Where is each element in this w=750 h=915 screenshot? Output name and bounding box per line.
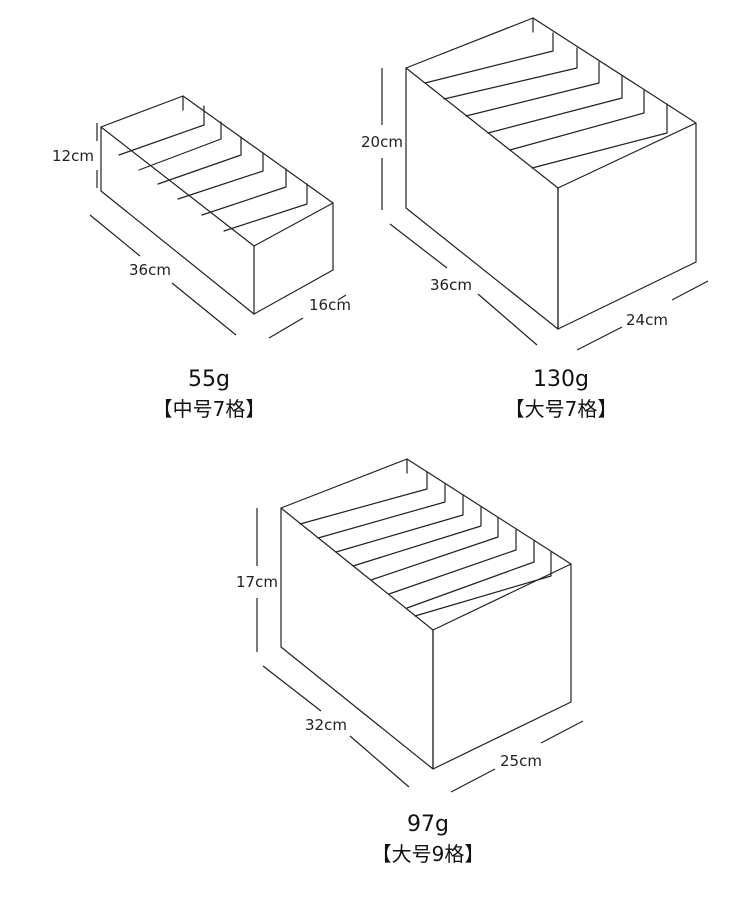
box1-divider (138, 121, 222, 171)
product-size-name: 【大号7格】 (504, 397, 618, 421)
box2-top-right (532, 17, 697, 124)
box2-side-panel (557, 122, 697, 330)
box3-dividers (299, 471, 552, 617)
box2-divider (487, 75, 623, 134)
box2-divider (443, 47, 578, 100)
box1-top-rim (100, 95, 334, 247)
box2-divider (509, 89, 645, 151)
box1-width-dim-line (268, 317, 304, 339)
box2-height-label: 20cm (361, 133, 403, 151)
box3-divider (414, 551, 552, 617)
box1-width-dim-line (337, 294, 347, 301)
box1-divider (177, 152, 264, 200)
box3-divider (352, 506, 482, 567)
box2-width-label: 24cm (626, 311, 668, 329)
box3-divider (388, 529, 517, 595)
box1-bottom-right (253, 269, 334, 315)
box3-width-dim-line (450, 768, 496, 793)
box2-width-dim-line (576, 326, 623, 351)
box3-divider (317, 483, 446, 539)
box1-dividers (118, 105, 308, 232)
box2-divider (424, 32, 554, 84)
box1-divider (118, 105, 205, 156)
box3-front-panel (280, 507, 434, 770)
product-caption-medium-7: 55g 【中号7格】 (129, 367, 289, 422)
box3-side-panel (432, 563, 572, 770)
box2-top-back (405, 17, 534, 69)
box3-top-back (280, 458, 408, 509)
box1-width-label: 16cm (309, 296, 351, 314)
box2-length-dim-line (477, 293, 538, 346)
box1-height-label: 12cm (52, 147, 94, 165)
box2-length-label: 36cm (430, 276, 472, 294)
box1-divider (201, 168, 287, 216)
box2-divider (531, 103, 668, 169)
product-caption-large-9: 97g 【大号9格】 (348, 812, 508, 867)
box1-bottom-left (100, 190, 255, 315)
box1-divider (223, 183, 308, 232)
product-size-name: 【大号9格】 (371, 842, 485, 866)
box3-divider (299, 471, 428, 525)
product-weight: 55g (188, 367, 230, 392)
box2-dividers (424, 32, 668, 169)
box-large-7: 20cm 36cm 24cm (361, 17, 709, 351)
box3-width-label: 25cm (500, 752, 542, 770)
box3-length-dim-line (349, 735, 410, 788)
box2-front-panel (405, 67, 559, 330)
box1-length-label: 36cm (129, 261, 171, 279)
box3-divider (406, 540, 535, 609)
box2-width-dim-line (671, 280, 709, 301)
box1-length-dim-line (89, 214, 141, 257)
box3-divider (370, 517, 499, 581)
product-weight: 130g (533, 367, 589, 392)
box3-length-label: 32cm (305, 716, 347, 734)
box3-width-dim-line (540, 720, 584, 744)
box3-top-right (406, 458, 572, 565)
product-weight: 97g (407, 812, 449, 837)
box-large-9: 17cm 32cm 25cm (236, 458, 584, 793)
product-caption-large-7: 130g 【大号7格】 (481, 367, 641, 422)
box1-divider (157, 136, 242, 185)
box2-divider (465, 61, 600, 117)
box3-length-dim-line (262, 665, 322, 712)
box1-length-dim-line (171, 282, 237, 336)
box2-length-dim-line (389, 223, 448, 269)
box-medium-7: 12cm 36cm 16cm (52, 95, 351, 339)
box3-height-label: 17cm (236, 573, 278, 591)
box3-divider (335, 494, 464, 553)
product-size-name: 【中号7格】 (152, 397, 266, 421)
